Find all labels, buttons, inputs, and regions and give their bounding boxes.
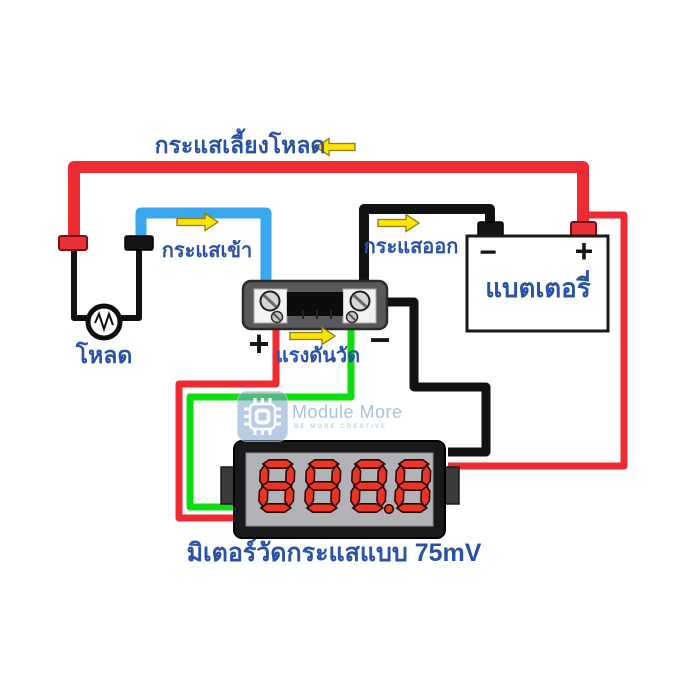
wire-black-current-out xyxy=(359,204,495,294)
shunt-element-bar xyxy=(287,292,343,316)
wire-load-right xyxy=(118,248,142,321)
chip-icon xyxy=(244,398,281,435)
meter-digit xyxy=(258,458,296,514)
screw-slot xyxy=(352,293,368,309)
arrow-right-current-in-icon xyxy=(176,212,220,232)
label-current-in: กระแสเข้า xyxy=(161,240,253,262)
wire-black-to-meter xyxy=(368,297,491,457)
battery-body xyxy=(465,234,610,333)
screw-slot xyxy=(347,312,357,322)
battery-minus-sign: − xyxy=(479,236,497,269)
label-sense-voltage: แรงดันวัด xyxy=(275,345,361,367)
meter-digit xyxy=(350,458,388,514)
label-battery: แบตเตอรี่ xyxy=(485,273,591,303)
current-meter xyxy=(220,440,460,539)
meter-decimal-point xyxy=(383,503,395,515)
meter-digits xyxy=(258,458,432,515)
wire-green-sense xyxy=(186,318,355,511)
wire-load-left xyxy=(71,248,90,321)
watermark-chip-box xyxy=(237,391,288,442)
shunt-resistor xyxy=(241,279,389,331)
label-current-out: กระแสออก xyxy=(363,236,459,258)
shunt-minus-sign: − xyxy=(369,319,391,360)
meter-digit xyxy=(304,458,342,514)
label-load-feed-current: กระแสเลี้ยงโหลด xyxy=(154,132,326,158)
label-load: โหลด xyxy=(75,342,133,368)
label-caption-75mv: มิเตอร์วัดกระแสแบบ 75mV xyxy=(186,539,482,567)
screw-slot xyxy=(262,293,278,309)
screw-slot xyxy=(272,312,282,322)
wire-blue-current-in xyxy=(135,207,272,294)
wire-red-sense xyxy=(175,318,280,522)
shunt-plus-sign: + xyxy=(248,323,270,364)
red-lug-connector xyxy=(58,235,88,251)
watermark-tagline: BE MORE CREATIVE xyxy=(294,424,388,430)
meter-digit xyxy=(394,458,432,514)
battery xyxy=(465,221,610,333)
arrow-left-load-current-icon xyxy=(314,137,356,157)
resistor-zigzag-icon xyxy=(94,310,114,333)
battery-plus-sign: + xyxy=(574,233,594,269)
load-symbol xyxy=(85,303,123,341)
watermark-name: Module More xyxy=(292,402,403,422)
black-lug-connector xyxy=(124,235,154,251)
arrow-right-sense-voltage-icon xyxy=(289,326,337,346)
wire-red-branch-to-meter xyxy=(448,211,628,470)
arrow-right-current-out-icon xyxy=(377,213,421,233)
wire-red-loop xyxy=(68,161,589,248)
